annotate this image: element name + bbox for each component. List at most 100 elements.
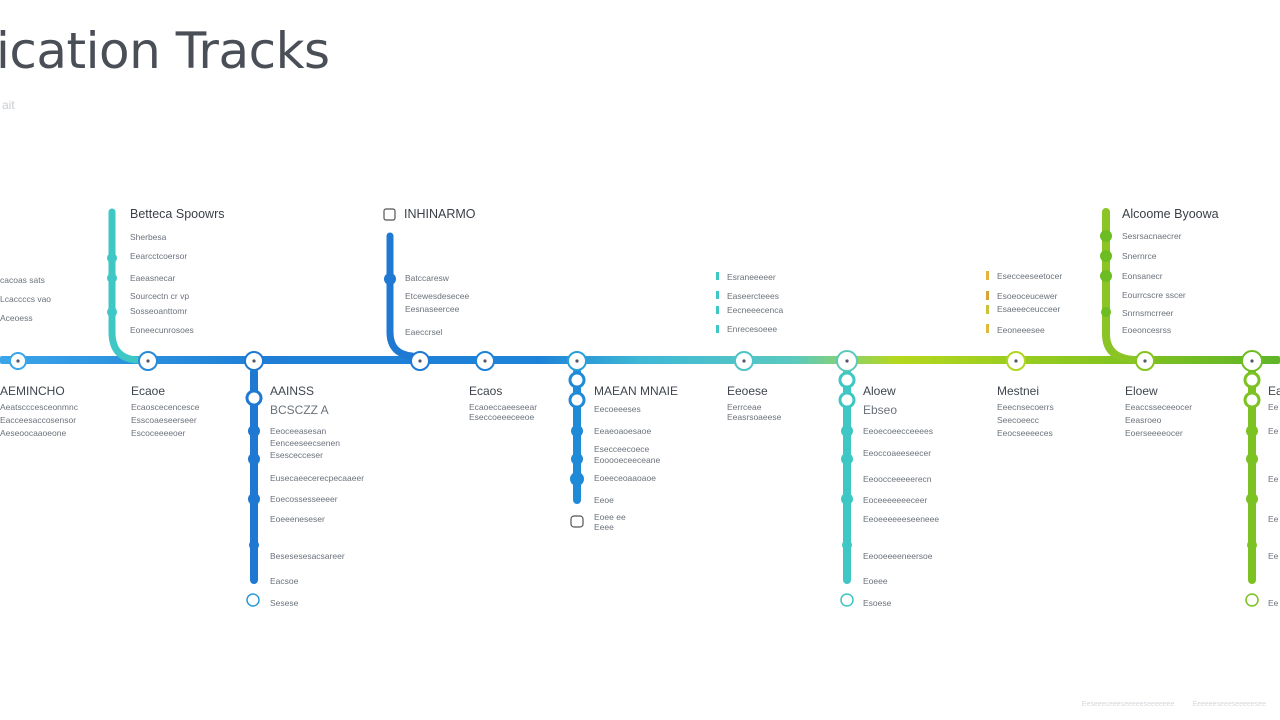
branch-stop: Eoceeeeeeeceer [863,495,927,505]
upper-label: Eearcctcoersor [130,251,187,261]
branch-name: MAEAN MNAIE [594,384,678,398]
branch-stop: Eeoceeasesan [270,426,327,436]
footer-text: Eeeeeeseeeseeeeesee [1192,701,1266,708]
lower-branch-mid-terminus [570,515,584,528]
upper-label: Aceoess [0,313,33,323]
station-name: Ea [1268,384,1280,398]
branch-stop: Eenceeseecsenen [270,438,340,448]
branch-stop: Eeooeeeeneersoe [863,551,933,561]
branch-stop: Eusecaeecerecpecaaeer [270,473,364,483]
station-detail: Ecaoeccaeeseear [469,402,537,412]
upper-label: Eoneecunrosoes [130,325,194,335]
lower-branch-blue-stops [245,389,263,550]
station-detail: Eeaccsseceeocer [1125,402,1192,412]
station-name: Eloew [1125,384,1158,398]
upper-label: Sourcectn cr vp [130,291,189,301]
upper-branch-blue-terminus [383,208,396,221]
page-title: ication Tracks [0,22,330,80]
upper-label: Sesrsacnaecrer [1122,231,1182,241]
upper-ticks-amber [986,271,989,333]
upper-branch-teal-stops [107,253,117,317]
lower-branch-green-stops [1243,371,1261,550]
upper-branch-5-labels: Alcoome Byoowa Sesrsacnaecrer Snernrce E… [1122,207,1219,335]
upper-label: cacoas sats [0,275,45,285]
upper-label: Snrnsmcrreer [1122,308,1174,318]
branch-stop: Eoeeeneseser [270,514,325,524]
branch-code: BCSCZZ A [270,403,329,417]
lower-branch-teal-stops [838,371,856,550]
branch-stop: Eacsoe [270,576,299,586]
lower-branch-blue [250,368,258,584]
branch-stop: Eeee [594,522,614,532]
station-name: AEMINCHO [0,384,65,398]
branch-stop: Eeoccoaeeseecer [863,448,931,458]
branch-stop: Ee [1268,426,1279,436]
branch-stop: Eoeee [863,576,888,586]
page-subtitle: ait [2,98,15,112]
upper-label: Lcaccccs vao [0,294,51,304]
branch-stop: Esoese [863,598,892,608]
lower-branch-blue-terminus [246,593,260,607]
lower-branch-green-labels: Ee Ee Ee Ee Ee [1268,426,1279,608]
branch-stop: Sesese [270,598,299,608]
upper-label: Eaeasnecar [130,273,176,283]
branch-header: INHINARMO [404,207,476,221]
branch-stop: Eecoeeeses [594,404,641,414]
main-track-line [0,356,1280,364]
lower-branch-teal-labels: Aloew Ebseo Eeoecoeecceeees Eeoccoaeesee… [863,384,939,608]
upper-label: Esoeoceucewer [997,291,1058,301]
lower-branch-teal-terminus [840,593,854,607]
branch-stop: Eeaeoaoesaoe [594,426,651,436]
branch-stop: Ee [1268,514,1279,524]
station-name: Ecaos [469,384,502,398]
upper-branch-3-labels: Esraneeeeer Easeercteees Eecneeecenca En… [727,272,784,334]
upper-far-left-labels: cacoas sats Lcaccccs vao Aceoess [0,275,51,323]
upper-label: Eonsanecr [1122,271,1163,281]
station-detail: Esscoaeseerseer [131,415,197,425]
branch-stop: Eeoe [594,495,614,505]
upper-label: Esraneeeeer [727,272,776,282]
upper-branch-1-labels: Betteca Spoowrs Sherbesa Eearcctcoersor … [130,207,225,335]
upper-label: Sosseoanttomr [130,306,187,316]
upper-branch-blue-stop [384,273,396,285]
station-detail: Ee [1268,402,1279,412]
upper-label: Batccaresw [405,273,450,283]
branch-stop: Ee [1268,474,1279,484]
upper-label: Eaeccrsel [405,327,442,337]
upper-label: Etcewesdesecee [405,291,470,301]
branch-header: Alcoome Byoowa [1122,207,1219,221]
lower-branch-blue-labels: AAINSS BCSCZZ A Eeoceeasesan Eenceeseecs… [270,384,364,608]
branch-stop: Eeoeeeeeeseeneee [863,514,939,524]
branch-stop: Eeoecoeecceeees [863,426,933,436]
upper-label: Easeercteees [727,291,779,301]
station-detail: Seecoeecc [997,415,1040,425]
upper-label: Esaeeeceucceer [997,304,1060,314]
branch-code: Ebseo [863,403,897,417]
station-detail: Eseccoeeeceeoe [469,412,534,422]
upper-label: Snernrce [1122,251,1157,261]
station-labels: AEMINCHO Aeatscccesceonmnc Eacceesaccose… [0,384,1280,438]
station-name: Eeoese [727,384,768,398]
branch-stop: Ee [1268,551,1279,561]
branch-stop: Eoeeceoaaoaoe [594,473,656,483]
upper-label: Eeoneeesee [997,325,1045,335]
station-detail: Aeatscccesceonmnc [0,402,79,412]
upper-ticks-teal [716,272,719,333]
upper-branch-teal [108,208,144,364]
upper-label: Eourrcscre sscer [1122,290,1186,300]
station-detail: Escoceeeeoer [131,428,186,438]
station-detail: Eoerseeeeocer [1125,428,1183,438]
lower-branch-green-terminus [1245,593,1259,607]
upper-branch-green [1102,208,1138,364]
branch-stop: Eooooeceeceane [594,455,660,465]
upper-label: Sherbesa [130,232,167,242]
lower-branch-mid-labels: MAEAN MNAIE Eecoeeeses Eeaeoaoesaoe Esec… [594,384,678,532]
branch-stop: Eoecossesseeeer [270,494,338,504]
branch-stop: Ee [1268,598,1279,608]
station-name: Mestnei [997,384,1039,398]
footer: Eeseeeceeeseeeeeseeeeeee Eeeeeeseeeseeee… [1082,701,1266,708]
upper-branch-green-stops [1100,230,1112,317]
station-detail: Eeasrsoaeese [727,412,782,422]
branch-stop: Besesesesacsareer [270,551,345,561]
